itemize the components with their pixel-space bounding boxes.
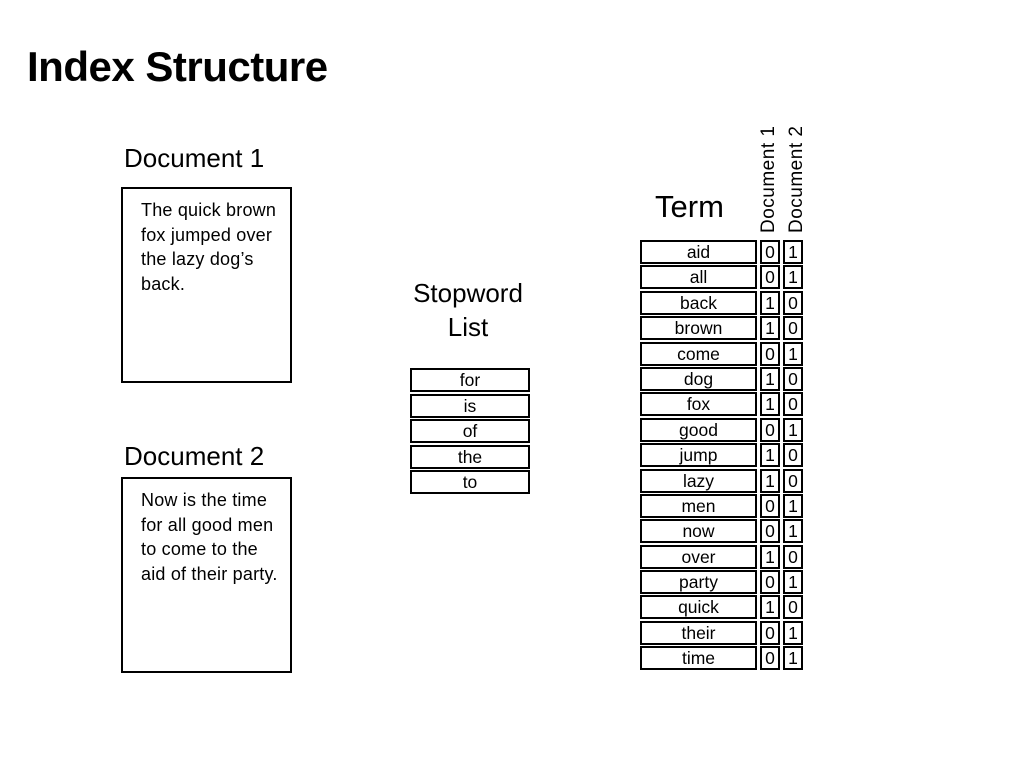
matrix-term-cell: good bbox=[640, 417, 757, 442]
matrix-doc2-rotated-header: Document 2 bbox=[786, 125, 807, 233]
matrix-doc2-cell: 1 bbox=[783, 341, 803, 366]
matrix-doc2-cell: 0 bbox=[783, 544, 803, 569]
stopword-item: is bbox=[410, 393, 530, 418]
matrix-doc1-cell: 0 bbox=[760, 570, 780, 595]
matrix-term-cell: party bbox=[640, 570, 757, 595]
document-2-text: Now is the time for all good men to come… bbox=[141, 490, 278, 584]
stopword-item: to bbox=[410, 470, 530, 494]
matrix-row: now 0 1 bbox=[640, 519, 803, 544]
matrix-doc1-cell: 1 bbox=[760, 468, 780, 493]
matrix-term-cell: time bbox=[640, 646, 757, 671]
matrix-doc1-cell: 0 bbox=[760, 341, 780, 366]
matrix-row: their 0 1 bbox=[640, 620, 803, 645]
matrix-doc2-cell: 0 bbox=[783, 392, 803, 417]
matrix-row: men 0 1 bbox=[640, 493, 803, 518]
matrix-doc1-rotated-header: Document 1 bbox=[758, 125, 779, 233]
matrix-row: fox 1 0 bbox=[640, 392, 803, 417]
matrix-doc2-cell: 1 bbox=[783, 265, 803, 290]
matrix-row: back 1 0 bbox=[640, 290, 803, 315]
document-2-label: Document 2 bbox=[124, 441, 265, 471]
matrix-row: quick 1 0 bbox=[640, 595, 803, 620]
matrix-doc1-cell: 1 bbox=[760, 544, 780, 569]
matrix-doc2-cell: 0 bbox=[783, 468, 803, 493]
matrix-doc2-cell: 1 bbox=[783, 417, 803, 442]
stopword-item: for bbox=[410, 368, 530, 392]
document-1-label: Document 1 bbox=[124, 143, 265, 173]
matrix-doc2-cell: 0 bbox=[783, 290, 803, 315]
document-2-box: Now is the time for all good men to come… bbox=[121, 477, 292, 673]
matrix-row: good 0 1 bbox=[640, 417, 803, 442]
matrix-doc1-cell: 1 bbox=[760, 392, 780, 417]
matrix-doc2-cell: 1 bbox=[783, 570, 803, 595]
matrix-doc2-cell: 1 bbox=[783, 493, 803, 518]
slide-title: Index Structure bbox=[27, 43, 328, 90]
matrix-row: dog 1 0 bbox=[640, 366, 803, 391]
matrix-row: lazy 1 0 bbox=[640, 468, 803, 493]
matrix-doc1-cell: 1 bbox=[760, 443, 780, 468]
matrix-doc1-cell: 1 bbox=[760, 316, 780, 341]
matrix-doc1-cell: 1 bbox=[760, 290, 780, 315]
matrix-term-cell: now bbox=[640, 519, 757, 544]
matrix-doc1-cell: 0 bbox=[760, 265, 780, 290]
matrix-row: brown 1 0 bbox=[640, 316, 803, 341]
matrix-doc2-cell: 1 bbox=[783, 519, 803, 544]
matrix-doc1-cell: 0 bbox=[760, 646, 780, 671]
matrix-doc2-cell: 1 bbox=[783, 620, 803, 645]
matrix-term-cell: their bbox=[640, 620, 757, 645]
matrix-doc2-cell: 0 bbox=[783, 316, 803, 341]
matrix-term-cell: over bbox=[640, 544, 757, 569]
matrix-doc1-cell: 0 bbox=[760, 493, 780, 518]
stopword-list-label: Stopword List bbox=[413, 278, 523, 342]
document-1-box: The quick brown fox jumped over the lazy… bbox=[121, 187, 292, 383]
matrix-term-cell: lazy bbox=[640, 468, 757, 493]
matrix-row: over 1 0 bbox=[640, 544, 803, 569]
matrix-row: party 0 1 bbox=[640, 570, 803, 595]
matrix-doc1-cell: 0 bbox=[760, 519, 780, 544]
term-column-header: Term bbox=[655, 189, 724, 224]
matrix-term-cell: brown bbox=[640, 316, 757, 341]
stopword-item: of bbox=[410, 419, 530, 443]
matrix-term-cell: quick bbox=[640, 595, 757, 620]
matrix-term-cell: men bbox=[640, 493, 757, 518]
matrix-doc2-cell: 0 bbox=[783, 595, 803, 620]
matrix-term-cell: jump bbox=[640, 443, 757, 468]
matrix-doc2-cell: 0 bbox=[783, 443, 803, 468]
matrix-row: come 0 1 bbox=[640, 341, 803, 366]
matrix-row: all 0 1 bbox=[640, 265, 803, 290]
matrix-doc1-cell: 0 bbox=[760, 417, 780, 442]
term-document-matrix: aid 0 1 all 0 1 back 1 0 brown 1 0 come … bbox=[640, 240, 803, 672]
matrix-doc1-cell: 1 bbox=[760, 366, 780, 391]
matrix-term-cell: fox bbox=[640, 392, 757, 417]
matrix-term-cell: aid bbox=[640, 240, 757, 264]
matrix-term-cell: back bbox=[640, 290, 757, 315]
matrix-doc2-cell: 1 bbox=[783, 646, 803, 671]
matrix-doc2-cell: 0 bbox=[783, 366, 803, 391]
stopword-list-table: for is of the to bbox=[410, 368, 530, 496]
matrix-doc1-cell: 1 bbox=[760, 595, 780, 620]
matrix-term-cell: come bbox=[640, 341, 757, 366]
stopword-item: the bbox=[410, 444, 530, 469]
matrix-doc1-cell: 0 bbox=[760, 620, 780, 645]
matrix-row: jump 1 0 bbox=[640, 443, 803, 468]
matrix-doc1-cell: 0 bbox=[760, 240, 780, 264]
matrix-row: time 0 1 bbox=[640, 646, 803, 671]
matrix-term-cell: all bbox=[640, 265, 757, 290]
matrix-term-cell: dog bbox=[640, 366, 757, 391]
matrix-row: aid 0 1 bbox=[640, 240, 803, 264]
matrix-doc2-cell: 1 bbox=[783, 240, 803, 264]
document-1-text: The quick brown fox jumped over the lazy… bbox=[141, 200, 277, 294]
